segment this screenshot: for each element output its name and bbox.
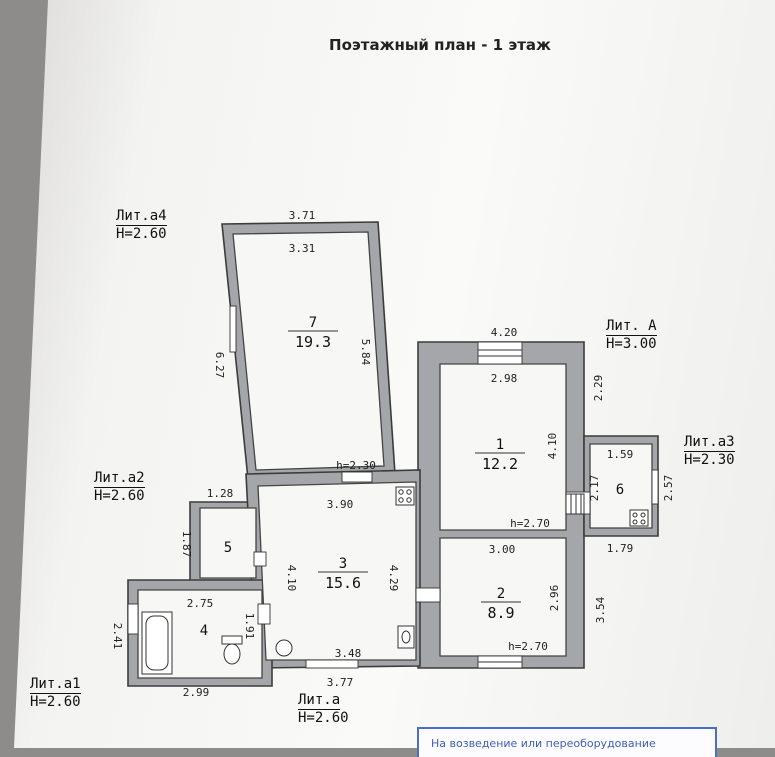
room-1-number: 1 [496,437,504,453]
boiler-icon [275,639,293,657]
litera-a4-height: Н=2.60 [116,226,167,242]
room-7-label: 7 19.3 [288,315,338,351]
stove-room-6-icon [629,509,649,527]
door-7-3 [341,471,373,483]
litera-a2-height: Н=2.60 [94,488,145,504]
dim-r3-right: 4.29 [387,565,400,592]
toilet-icon [221,635,243,665]
litera-a3-height: Н=2.30 [684,452,735,468]
stairs-icon [565,493,585,515]
litera-a2-name: Лит.а2 [94,470,145,488]
stamp-text: На возведение или переоборудование [431,737,656,750]
door-3-2 [415,587,441,603]
dim-r3-outer-bottom: 3.77 [327,676,354,689]
dim-r4-right: 1.91 [243,613,256,640]
dim-r1-right-outer: 2.29 [592,375,605,402]
room-7-floor [232,231,385,471]
litera-a3-label: Лит.а3 Н=2.30 [684,434,735,469]
room-4-number: 4 [200,623,208,639]
room-7-number: 7 [309,315,317,331]
dim-r1-inner-top: 2.98 [491,372,518,385]
window-room-3 [305,659,359,669]
stove-icon [395,486,415,506]
window-room-7 [229,305,237,353]
dim-r7-inner-top: 3.31 [289,242,316,255]
window-room-6 [651,469,659,505]
dim-r1-right: 4.10 [546,433,559,460]
dim-r7-height: h=2.30 [336,459,376,472]
dim-r5-left: 1.87 [180,531,193,558]
room-3-floor [257,481,417,661]
litera-A-height: Н=3.00 [606,336,657,352]
room-5-number: 5 [224,540,232,556]
litera-a3-name: Лит.а3 [684,434,735,452]
litera-a1-label: Лит.а1 Н=2.60 [30,676,81,711]
room-7-area: 19.3 [295,333,331,351]
window-room-4 [127,603,139,635]
dim-r2-top: 3.00 [489,543,516,556]
room-2-number: 2 [497,586,505,602]
window-room-1 [477,341,523,365]
sink-icon [397,625,415,649]
dim-r5-top: 1.28 [207,487,234,500]
dim-r3-top: 3.90 [327,498,354,511]
litera-A-name: Лит. А [606,318,657,336]
dim-r6-bottom: 1.79 [607,542,634,555]
litera-a-label: Лит.а Н=2.60 [298,692,349,727]
door-3-5 [253,551,267,567]
room-3-area: 15.6 [325,574,361,592]
dim-r1-height: h=2.70 [510,517,550,530]
dim-r3-left: 4.10 [285,565,298,592]
dim-r2-right: 2.96 [548,585,561,612]
dim-r6-top: 1.59 [607,448,634,461]
stamp-box: На возведение или переоборудование [417,727,717,757]
dim-r6-right: 2.57 [662,475,675,502]
litera-A-label: Лит. А Н=3.00 [606,318,657,353]
room-1-floor [439,363,567,531]
room-1-area: 12.2 [482,455,518,473]
dimension-labels: 3.71 3.31 6.27 5.84 h=2.30 4.20 2.98 2.2… [111,209,675,699]
dim-r7-outer-top: 3.71 [289,209,316,222]
bathtub-icon [141,611,173,675]
dim-r6-left: 2.17 [588,475,601,502]
room-3-label: 3 15.6 [318,556,368,592]
litera-a-name: Лит.а [298,692,341,710]
dim-r2-height: h=2.70 [508,640,548,653]
litera-a4-label: Лит.а4 Н=2.60 [116,208,167,243]
room-6-number: 6 [616,482,624,498]
litera-a-height: Н=2.60 [298,710,349,726]
plan-title: Поэтажный план - 1 этаж [329,36,551,54]
litera-a1-height: Н=2.60 [30,694,81,710]
dim-r4-bottom: 2.99 [183,686,210,699]
dim-r7-right: 5.84 [359,339,372,366]
room-3-number: 3 [339,556,347,572]
room-5-floor [199,507,257,579]
dim-r1-outer-top: 4.20 [491,326,518,339]
room-1-label: 1 12.2 [475,437,525,473]
litera-a2-label: Лит.а2 Н=2.60 [94,470,145,505]
dim-r3-bottom: 3.48 [335,647,362,660]
room-2-floor [439,537,567,657]
door-3-4 [257,603,271,625]
dim-r4-top: 2.75 [187,597,214,610]
litera-a4-name: Лит.а4 [116,208,167,226]
dim-r7-left: 6.27 [213,352,226,379]
room-2-area: 8.9 [487,604,514,622]
dim-r2-outer-right: 3.54 [594,596,607,623]
litera-a1-name: Лит.а1 [30,676,81,694]
dim-r4-left: 2.41 [111,623,124,650]
room-2-label: 2 8.9 [481,586,521,622]
